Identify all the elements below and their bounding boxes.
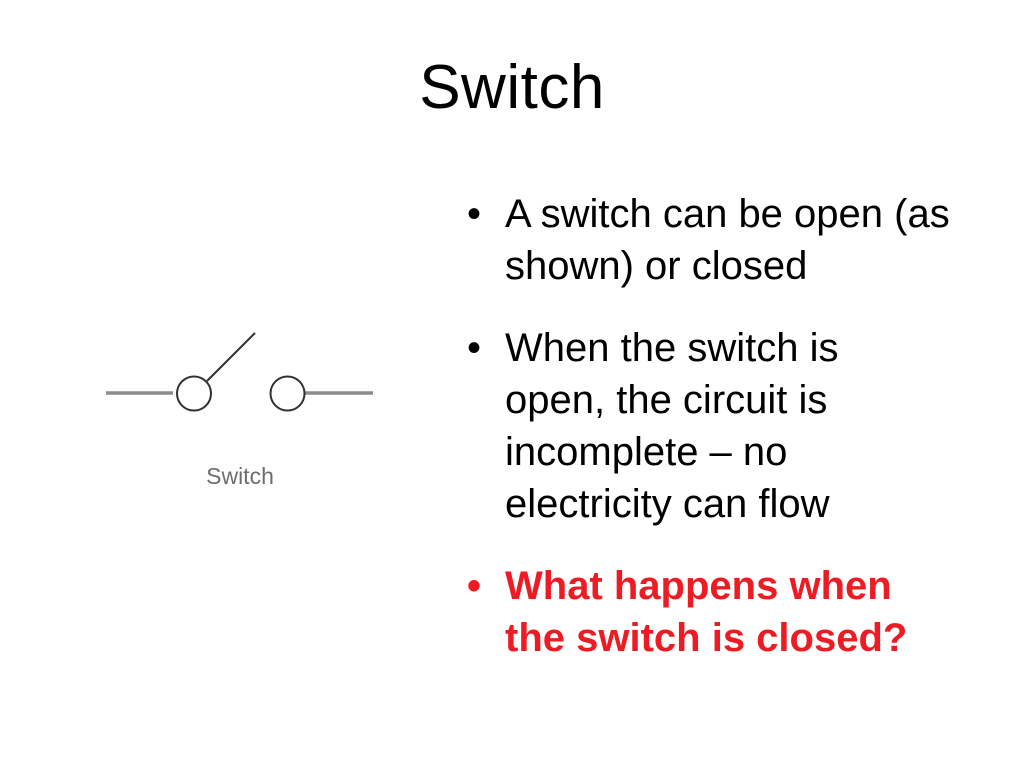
figure-caption: Switch — [206, 463, 274, 489]
switch-figure: Switch — [95, 325, 385, 500]
bullet-item-open-or-closed: • A switch can be open (as shown) or clo… — [462, 188, 1007, 292]
slide-title: Switch — [419, 53, 605, 122]
bullet-text: A switch can be open (as shown) or close… — [505, 192, 950, 288]
bullet-marker: • — [467, 192, 482, 236]
left-terminal — [176, 375, 212, 412]
bullet-marker: • — [467, 564, 482, 608]
bullet-item-question: • What happens when the switch is closed… — [462, 560, 1007, 664]
bullet-marker: • — [467, 326, 482, 370]
right-terminal — [269, 375, 306, 412]
bullet-item-open-incomplete: • When the switch is open, the circuit i… — [462, 322, 1007, 530]
open-switch-symbol-icon — [106, 332, 373, 412]
bullet-text: When the switch is open, the circuit is … — [505, 326, 839, 526]
switch-lever — [206, 332, 256, 382]
bullet-text: What happens when the switch is closed? — [505, 564, 908, 660]
bullet-list: • A switch can be open (as shown) or clo… — [462, 188, 1007, 694]
